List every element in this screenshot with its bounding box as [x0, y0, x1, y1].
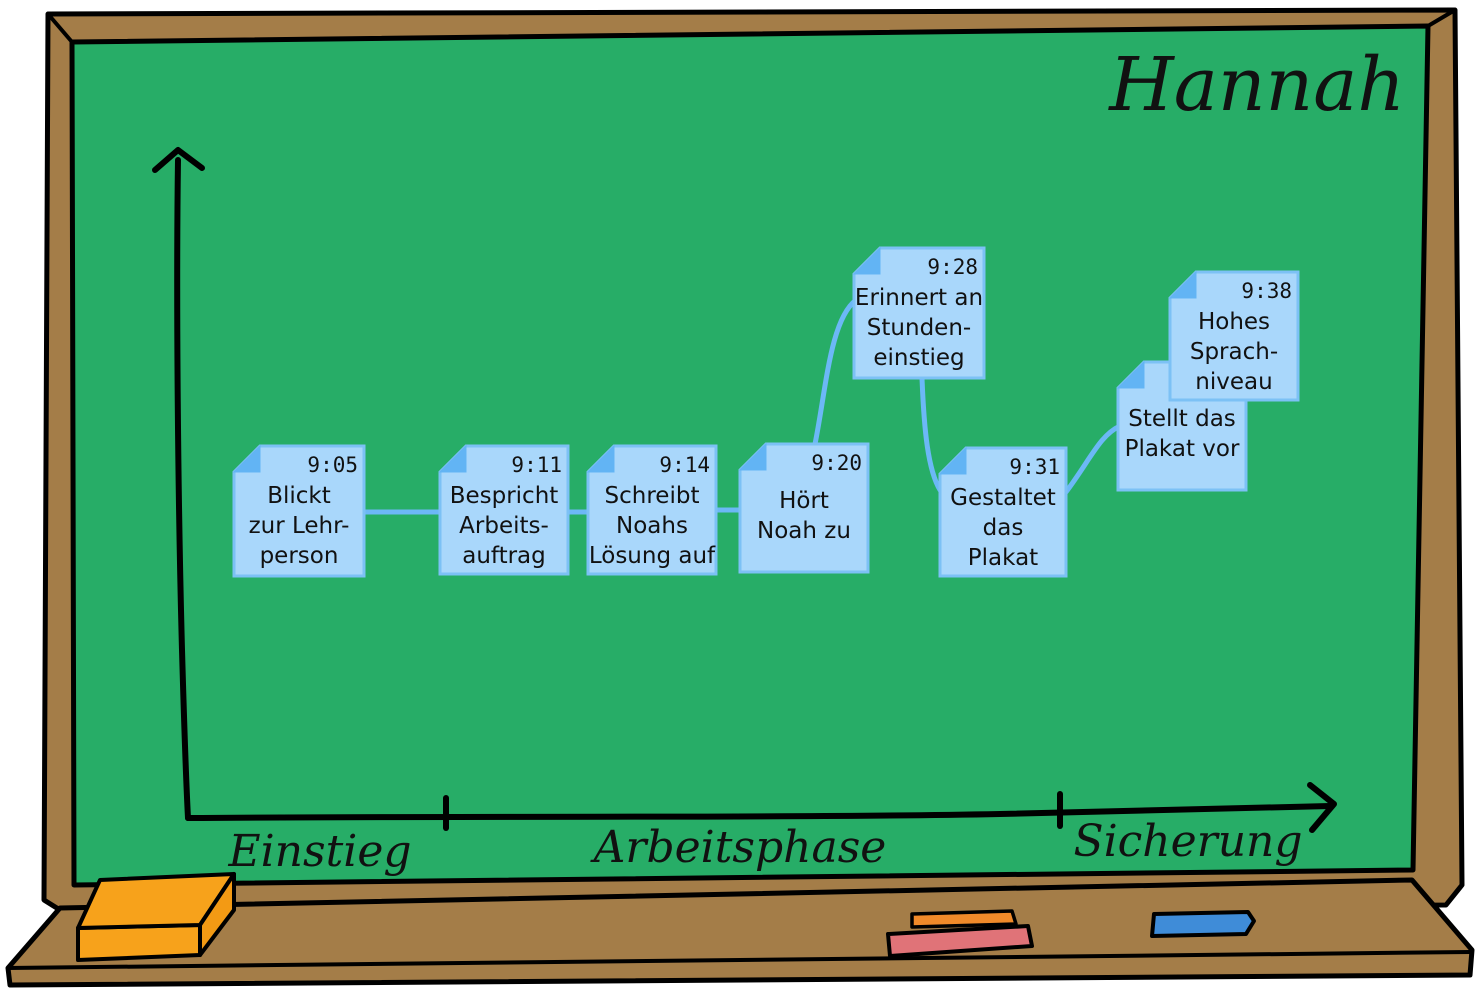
phase-label-sicherung: Sicherung — [1073, 816, 1302, 867]
note-text-line: person — [260, 543, 339, 569]
x-axis-line — [185, 803, 1333, 821]
note-text-line: Hohes — [1198, 309, 1270, 335]
note-time: 9:28 — [927, 255, 978, 279]
note-text-line: Noah zu — [757, 518, 851, 544]
red-chalk-icon — [886, 924, 1034, 958]
note-text-line: Stunden- — [867, 315, 971, 341]
note-time: 9:38 — [1241, 279, 1292, 303]
note-text-line: zur Lehr- — [249, 513, 350, 539]
note-fold-corner — [232, 444, 261, 473]
phase-label-arbeitsphase: Arbeitsphase — [590, 822, 887, 873]
note-text-line: Sprach- — [1190, 339, 1278, 365]
note-fold-corner — [1168, 270, 1197, 299]
note-text-line: Plakat vor — [1125, 436, 1240, 462]
note-text-line: auftrag — [462, 543, 546, 569]
note-text-line: Bespricht — [450, 483, 559, 509]
board-name: Hannah — [1107, 42, 1405, 128]
note-fold-corner — [938, 446, 967, 475]
blue-chalk-icon — [1150, 910, 1256, 938]
note-text-line: Plakat — [968, 545, 1038, 571]
note-fold-corner — [738, 442, 767, 471]
note-time: 9:31 — [1009, 455, 1060, 479]
timeline-connectors — [361, 297, 1123, 515]
connector — [1063, 423, 1123, 495]
note-fold-corner — [1116, 360, 1145, 389]
board-surface — [69, 23, 1431, 888]
note-text-line: Blickt — [267, 483, 331, 509]
note-fold-corner — [852, 246, 881, 275]
note-text-line: Noahs — [616, 513, 688, 539]
note-text-line: einstieg — [873, 345, 964, 371]
note-text-line: Stellt das — [1128, 406, 1236, 432]
x-axis-arrowhead — [1307, 782, 1337, 833]
axis-group — [152, 147, 1337, 833]
y-axis-line — [174, 157, 191, 821]
connector — [812, 297, 859, 447]
note-time: 9:05 — [307, 453, 358, 477]
connector — [919, 375, 943, 493]
note-text-line: niveau — [1195, 369, 1272, 395]
chalk-ledge — [5, 877, 1475, 988]
note-time: 9:11 — [511, 453, 562, 477]
note-text-line: Schreibt — [605, 483, 700, 509]
note-time: 9:14 — [659, 453, 710, 477]
y-axis-arrowhead — [152, 147, 205, 173]
note-fold-corner — [586, 444, 615, 473]
note-text-line: Arbeits- — [459, 513, 549, 539]
note-time: 9:20 — [811, 451, 862, 475]
eraser-sponge-icon — [76, 872, 236, 962]
note-text-line: Hört — [779, 488, 829, 514]
note-fold-corner — [438, 444, 467, 473]
note-text-line: Erinnert an — [855, 285, 983, 311]
phase-label-einstieg: Einstieg — [227, 826, 411, 877]
note-text-line: Gestaltet — [950, 485, 1056, 511]
note-text-line: Lösung auf — [589, 543, 716, 569]
orange-chalk-icon — [910, 909, 1018, 929]
note-text-line: das — [983, 515, 1024, 541]
